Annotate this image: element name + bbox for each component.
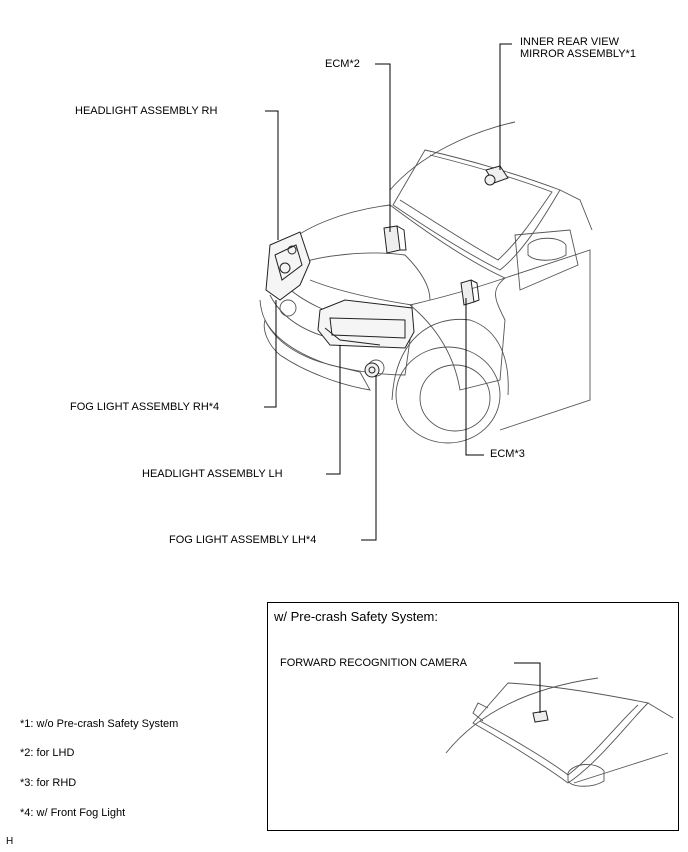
windshield-outline xyxy=(392,149,561,271)
leader-fog-lh xyxy=(361,375,377,541)
headlight-rh-part xyxy=(265,231,311,301)
mirror-part xyxy=(484,165,509,186)
fog-light-lh-part xyxy=(364,362,380,378)
wheel-arch xyxy=(391,318,509,401)
side-window xyxy=(514,229,579,291)
inset-title: w/ Pre-crash Safety System: xyxy=(274,609,438,624)
front-wheel xyxy=(395,346,501,444)
note-4: *4: w/ Front Fog Light xyxy=(20,807,126,819)
label-fog-rh: FOG LIGHT ASSEMBLY RH*4 xyxy=(70,401,220,413)
fender xyxy=(409,277,506,391)
roof-outline xyxy=(389,121,516,191)
figure-mark: H xyxy=(6,836,14,847)
label-mirror-line1: INNER REAR VIEW xyxy=(520,36,620,48)
leader-ecm-rhd xyxy=(465,298,484,456)
leader-camera xyxy=(514,662,541,713)
hood-edge xyxy=(294,252,431,301)
note-3: *3: for RHD xyxy=(20,777,77,789)
label-fog-lh: FOG LIGHT ASSEMBLY LH*4 xyxy=(169,534,317,546)
a-pillar xyxy=(559,189,593,231)
label-headlight-lh: HEADLIGHT ASSEMBLY LH xyxy=(142,468,283,480)
note-2: *2: for LHD xyxy=(20,747,75,759)
label-ecm-rhd: ECM*3 xyxy=(490,448,525,460)
label-forward-camera: FORWARD RECOGNITION CAMERA xyxy=(280,657,468,669)
headlight-lh-part xyxy=(317,299,415,349)
body-side xyxy=(499,249,591,431)
leader-headlight-rh xyxy=(265,110,279,240)
label-mirror-line2: MIRROR ASSEMBLY*1 xyxy=(520,48,636,60)
front-wheel-inner xyxy=(419,364,491,432)
ecm-rhd-part xyxy=(460,279,480,306)
ecm-lhd-part xyxy=(383,225,407,254)
leader-ecm-lhd xyxy=(375,63,391,232)
lower-bumper xyxy=(263,318,371,391)
leader-mirror xyxy=(499,43,512,170)
label-headlight-rh: HEADLIGHT ASSEMBLY RH xyxy=(75,105,218,117)
pre-crash-inset: w/ Pre-crash Safety System: FORWARD RECO… xyxy=(267,602,679,831)
note-1: *1: w/o Pre-crash Safety System xyxy=(20,718,179,730)
side-mirror xyxy=(527,237,567,261)
fog-light-rh-shape xyxy=(279,299,297,317)
label-ecm-lhd: ECM*2 xyxy=(325,58,360,70)
leader-headlight-lh xyxy=(326,345,341,475)
front-bumper xyxy=(259,294,411,376)
leader-fog-rh xyxy=(264,300,277,408)
inset-illustration xyxy=(445,662,674,787)
camera-part xyxy=(532,710,549,723)
